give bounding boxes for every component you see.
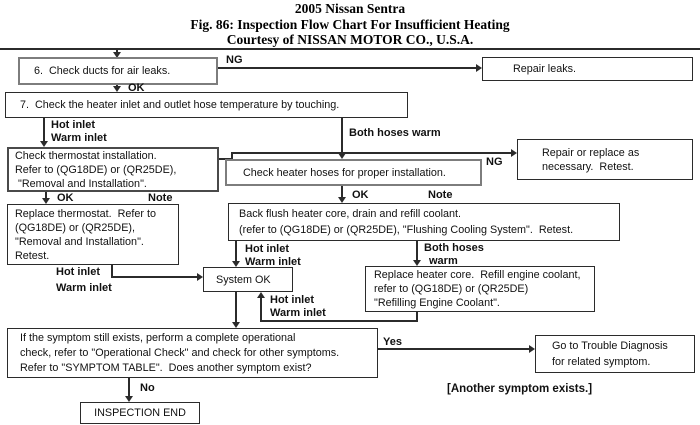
arrowhead-system-ok-left [197, 273, 203, 281]
connector-heater-core-return-v2 [260, 298, 262, 322]
connector-hot-inlet-1 [43, 118, 45, 142]
label-warm-inlet-4: Warm inlet [270, 307, 326, 319]
box-repair-leaks: Repair leaks. [482, 57, 693, 81]
label-hot-inlet-4: Hot inlet [270, 294, 314, 306]
label-both-hoses-2a: Both hoses [424, 242, 484, 254]
back-flush-line2: (refer to (QG18DE) or (QR25DE), "Flushin… [239, 224, 574, 236]
arrowhead-system-ok-top [232, 261, 240, 267]
check-thermostat-line2: Refer to (QG18DE) or (QR25DE), [15, 163, 177, 176]
label-hot-inlet-1: Hot inlet [51, 119, 95, 131]
arrowhead-system-ok-bottom [257, 292, 265, 298]
replace-thermostat-line2: (QG18DE) or (QR25DE), [15, 221, 135, 234]
label-ng-hoses: NG [486, 156, 503, 168]
connector-heater-core-return-h [260, 320, 418, 322]
arrowhead-inspection-end [125, 396, 133, 402]
arrowhead-replace-heater-core [413, 260, 421, 266]
label-ok-thermostat: OK [57, 192, 74, 204]
box-symptom-check: If the symptom still exists, perform a c… [7, 328, 378, 378]
check-ducts-text: 6. Check ducts for air leaks. [34, 65, 171, 77]
title-block: 2005 Nissan Sentra Fig. 86: Inspection F… [0, 1, 700, 48]
back-flush-line1: Back flush heater core, drain and refill… [239, 208, 462, 220]
connector-both-hoses-warm [341, 118, 343, 154]
label-hot-inlet-2: Hot inlet [245, 243, 289, 255]
replace-thermostat-line1: Replace thermostat. Refer to [15, 207, 157, 220]
arrowhead-replace-thermostat [42, 198, 50, 204]
connector-heater-core-return-v1 [416, 312, 418, 322]
box-check-ducts: 6. Check ducts for air leaks. [18, 57, 218, 85]
check-heater-hoses-text: Check heater hoses for proper installati… [243, 166, 446, 179]
label-ng-ducts: NG [226, 54, 243, 66]
doc-title: 2005 Nissan Sentra [294, 1, 406, 16]
connector-ng-repair-leaks [218, 67, 476, 69]
symptom-check-line2: check, refer to "Operational Check" and … [20, 346, 340, 359]
connector-both-hoses-2 [416, 241, 418, 261]
chart-top-border [0, 48, 700, 50]
box-check-thermostat: Check thermostat installation. Refer to … [7, 147, 219, 192]
box-check-heater-hoses: Check heater hoses for proper installati… [225, 159, 482, 186]
go-to-trouble-line1: Go to Trouble Diagnosis [552, 340, 668, 352]
box-replace-heater-core: Replace heater core. Refill engine coola… [365, 266, 595, 312]
label-ok-hoses: OK [352, 189, 369, 201]
box-system-ok: System OK [203, 267, 293, 292]
connector-ok-hoses [341, 186, 343, 198]
label-note-hoses: Note [428, 189, 453, 201]
connector-ng-repair-replace [231, 152, 511, 154]
figure-caption: Fig. 86: Inspection Flow Chart For Insuf… [190, 16, 510, 32]
arrowhead-repair-replace [511, 149, 517, 157]
system-ok-text: System OK [216, 273, 271, 286]
replace-thermostat-line4: Retest. [15, 249, 50, 262]
check-thermostat-line1: Check thermostat installation. [15, 149, 157, 162]
connector-thermostat-ng-step-v [231, 152, 233, 160]
replace-heater-core-line1: Replace heater core. Refill engine coola… [374, 269, 581, 281]
label-both-hoses-2b: warm [429, 255, 458, 267]
arrowhead-ok-ducts [113, 86, 121, 92]
label-no: No [140, 382, 155, 394]
repair-or-replace-line1: Repair or replace as [542, 146, 640, 159]
box-replace-thermostat: Replace thermostat. Refer to (QG18DE) or… [7, 204, 179, 265]
label-both-hoses-warm: Both hoses warm [349, 127, 441, 139]
label-note-thermostat: Note [148, 192, 173, 204]
connector-thermostat-systemok-v [111, 265, 113, 278]
connector-systemok-symptom [235, 292, 237, 323]
connector-hot-inlet-2 [235, 241, 237, 262]
label-hot-inlet-3: Hot inlet [56, 266, 100, 278]
symptom-check-line3: Refer to "SYMPTOM TABLE". Does another s… [20, 361, 312, 374]
connector-no [128, 378, 130, 397]
arrowhead-heater-hoses [338, 153, 346, 159]
arrowhead-trouble-diagnosis [529, 345, 535, 353]
replace-thermostat-line3: "Removal and Installation". [15, 235, 144, 248]
connector-into-check-ducts [116, 49, 118, 53]
box-check-hose-temp: 7. Check the heater inlet and outlet hos… [5, 92, 408, 118]
replace-heater-core-line3: "Refilling Engine Coolant". [374, 297, 500, 309]
label-another-symptom: [Another symptom exists.] [447, 383, 593, 395]
label-warm-inlet-1: Warm inlet [51, 132, 107, 144]
inspection-end-text: INSPECTION END [94, 407, 186, 419]
label-yes: Yes [383, 336, 402, 348]
arrowhead-back-flush [338, 197, 346, 203]
arrowhead-symptom-check [232, 322, 240, 328]
label-warm-inlet-2: Warm inlet [245, 256, 301, 268]
label-warm-inlet-3: Warm inlet [56, 282, 112, 294]
connector-ok-thermostat [45, 192, 47, 199]
arrowhead-thermostat [40, 141, 48, 147]
go-to-trouble-line2: for related symptom. [552, 356, 651, 368]
box-inspection-end: INSPECTION END [80, 402, 200, 424]
repair-or-replace-line2: necessary. Retest. [542, 160, 634, 173]
box-repair-or-replace: Repair or replace as necessary. Retest. [517, 139, 693, 180]
arrowhead-repair-leaks [476, 64, 482, 72]
label-ok-ducts: OK [128, 82, 145, 94]
replace-heater-core-line2: refer to (QG18DE) or (QR25DE) [374, 283, 529, 295]
arrowhead-into-check-ducts [113, 52, 121, 58]
symptom-check-line1: If the symptom still exists, perform a c… [20, 331, 296, 344]
check-thermostat-line3: "Removal and Installation". [15, 177, 147, 190]
repair-leaks-text: Repair leaks. [513, 63, 577, 75]
connector-thermostat-systemok-h [111, 276, 197, 278]
box-go-to-trouble-diagnosis: Go to Trouble Diagnosis for related symp… [535, 335, 695, 373]
check-hose-temp-text: 7. Check the heater inlet and outlet hos… [20, 99, 340, 111]
box-back-flush: Back flush heater core, drain and refill… [228, 203, 620, 241]
connector-yes [378, 348, 529, 350]
courtesy-line: Courtesy of NISSAN MOTOR CO., U.S.A. [226, 32, 474, 47]
